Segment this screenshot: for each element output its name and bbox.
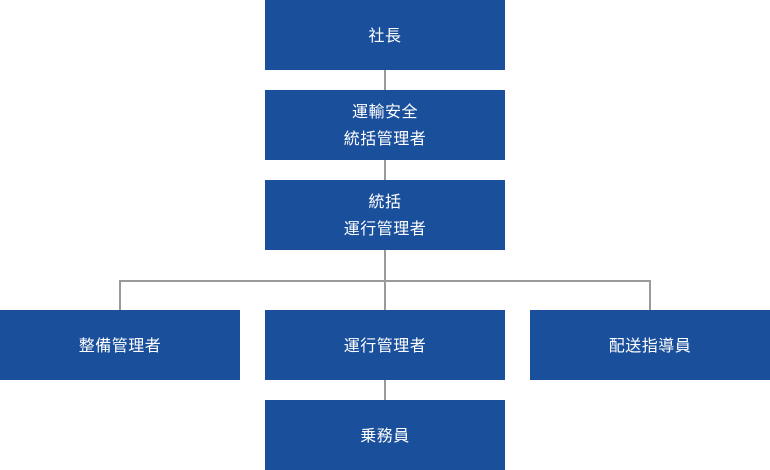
node-president: 社長	[265, 0, 505, 70]
node-safety-manager-label-line1: 運輸安全	[351, 102, 418, 121]
node-operations-manager: 運行管理者	[265, 310, 505, 380]
node-delivery-instructor-label: 配送指導員	[608, 335, 692, 355]
node-president-label: 社長	[368, 25, 402, 45]
node-safety-manager: 運輸安全 統括管理者	[265, 90, 505, 160]
node-operations-manager-label: 運行管理者	[343, 335, 427, 355]
node-chief-operations-manager-label-line2: 運行管理者	[343, 219, 427, 238]
node-crew-label: 乗務員	[360, 425, 410, 445]
node-chief-operations-manager-label-line1: 統括	[368, 192, 402, 211]
node-maintenance-manager: 整備管理者	[0, 310, 240, 380]
node-crew: 乗務員	[265, 400, 505, 470]
node-safety-manager-label-line2: 統括管理者	[343, 129, 427, 148]
node-chief-operations-manager: 統括 運行管理者	[265, 180, 505, 250]
node-delivery-instructor: 配送指導員	[530, 310, 770, 380]
node-maintenance-manager-label: 整備管理者	[78, 335, 162, 355]
